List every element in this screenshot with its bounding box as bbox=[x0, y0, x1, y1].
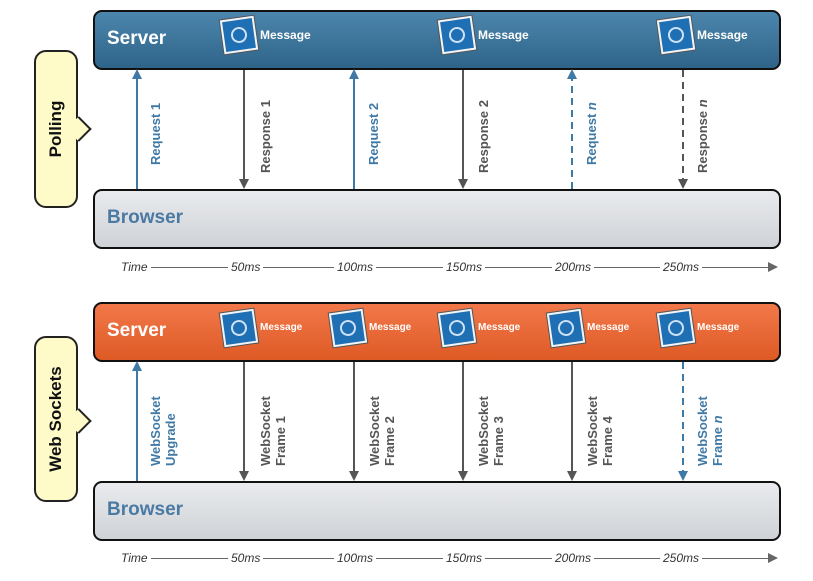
websocket-message-label: Message bbox=[697, 322, 740, 333]
response-n-label: Response n bbox=[695, 99, 710, 173]
timeline-tick-label: 100ms bbox=[334, 551, 377, 565]
websocket-message-label: Message bbox=[478, 322, 521, 333]
timeline-tick-label: 150ms bbox=[443, 551, 486, 565]
websocket-timeline: Time 50ms 100ms 150ms 200ms 250ms bbox=[118, 551, 778, 567]
timeline-arrow-icon bbox=[768, 553, 778, 563]
response-1-label: Response 1 bbox=[258, 100, 273, 173]
timeline-tick-label: 50ms bbox=[228, 551, 264, 565]
websocket-message-label: Message bbox=[587, 322, 630, 333]
timeline-start-label: Time bbox=[118, 260, 151, 274]
polling-browser-bar: Browser bbox=[93, 189, 781, 249]
polling-message-label: Message bbox=[478, 28, 529, 42]
response-2-label: Response 2 bbox=[476, 100, 491, 173]
timeline-arrow-icon bbox=[768, 262, 778, 272]
timeline-tick-label: 200ms bbox=[552, 260, 595, 274]
request-1-label: Request 1 bbox=[148, 102, 163, 165]
polling-server-label: Server bbox=[107, 28, 167, 49]
timeline-tick-label: 100ms bbox=[334, 260, 377, 274]
timeline-tick-label: 50ms bbox=[228, 260, 264, 274]
request-2-label: Request 2 bbox=[366, 102, 381, 165]
websocket-browser-label: Browser bbox=[107, 499, 184, 520]
websocket-server-label: Server bbox=[107, 320, 167, 341]
websocket-message-label: Message bbox=[369, 322, 412, 333]
polling-message-label: Message bbox=[260, 28, 311, 42]
polling-browser-label: Browser bbox=[107, 207, 184, 228]
timeline-tick-label: 250ms bbox=[660, 260, 703, 274]
websocket-message-label: Message bbox=[260, 322, 303, 333]
polling-message-label: Message bbox=[697, 28, 748, 42]
timeline-start-label: Time bbox=[118, 551, 151, 565]
timeline-tick-label: 200ms bbox=[552, 551, 595, 565]
request-n-label: Request n bbox=[584, 102, 599, 165]
timeline-tick-label: 250ms bbox=[660, 551, 703, 565]
timeline-tick-label: 150ms bbox=[443, 260, 486, 274]
polling-timeline: Time 50ms 100ms 150ms 200ms 250ms bbox=[118, 260, 778, 276]
websocket-browser-bar: Browser bbox=[93, 481, 781, 541]
